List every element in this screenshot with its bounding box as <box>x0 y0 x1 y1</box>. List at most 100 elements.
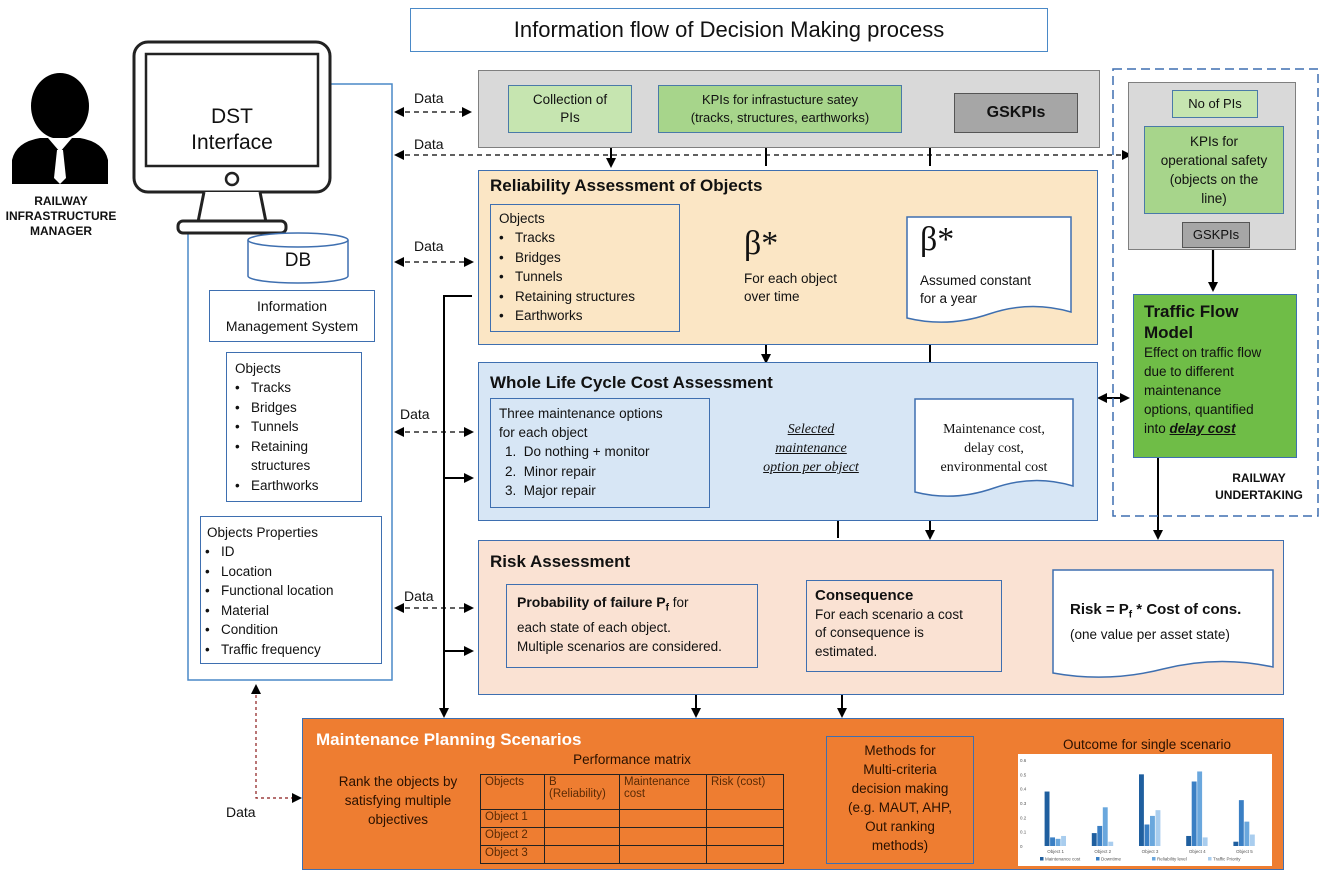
beta-constant-text: Assumed constant for a year <box>920 273 1032 306</box>
beta-symbol-over-time: β* <box>744 225 779 262</box>
maintenance-option: 2. Minor repair <box>505 463 596 479</box>
data-label: Data <box>400 406 430 422</box>
wlcc-heading: Whole Life Cycle Cost Assessment <box>490 373 773 392</box>
legend-label: Maintenance cost <box>1045 857 1081 862</box>
chart-bar <box>1102 807 1108 846</box>
matrix-header: Risk (cost) <box>706 774 784 810</box>
data-label: Data <box>414 136 444 152</box>
reliability-object-item: Earthworks <box>493 306 679 326</box>
selected-option-text: Selected maintenance option per object <box>763 422 859 475</box>
diagram-title-box <box>410 8 1048 52</box>
chart-bar <box>1108 841 1114 846</box>
object-properties-box: Objects Properties ID Location Functiona… <box>200 516 382 664</box>
diagram-title: Information flow of Decision Making proc… <box>513 17 945 42</box>
chart-bar <box>1061 835 1066 846</box>
traffic-flow-model-box: Traffic Flow Model Effect on traffic flo… <box>1133 294 1297 458</box>
y-tick-label: 0.3 <box>1020 801 1027 806</box>
matrix-cell <box>619 845 707 864</box>
monitor-label: DST Interface <box>191 105 273 154</box>
costs-text: Maintenance cost, delay cost, environmen… <box>940 422 1048 475</box>
y-tick-label: 0.1 <box>1020 830 1027 835</box>
database-icon <box>247 232 349 284</box>
outcome-title: Outcome for single scenario <box>1062 737 1232 752</box>
chart-bar <box>1139 774 1144 846</box>
db-object-item: Earthworks <box>229 476 361 496</box>
risk-document-shape <box>1052 569 1274 678</box>
x-tick-label: Object 5 <box>1236 849 1253 854</box>
beta-over-time-text: For each object over time <box>744 271 838 304</box>
chart-bar <box>1191 781 1197 846</box>
property-item: ID <box>199 542 381 562</box>
data-label: Data <box>404 588 434 604</box>
data-label: Data <box>414 90 444 106</box>
manager-label: RAILWAY INFRASTRUCTURE MANAGER <box>5 194 117 238</box>
chart-bar <box>1150 815 1155 846</box>
matrix-header: Objects <box>480 774 545 810</box>
chart-bar <box>1144 824 1150 846</box>
x-tick-label: Object 1 <box>1047 849 1064 854</box>
legend-label: Downtime <box>1101 857 1122 862</box>
chart-bar <box>1091 833 1097 846</box>
collection-of-pis-box: Collection of PIs <box>508 85 632 133</box>
x-tick-label: Object 2 <box>1094 849 1111 854</box>
db-object-item: Tracks <box>229 378 361 398</box>
matrix-header: Maintenance cost <box>619 774 707 810</box>
operational-gskpis-box: GSKPIs <box>1182 222 1250 248</box>
beta-symbol-constant: β* <box>920 221 955 258</box>
y-tick-label: 0.2 <box>1020 815 1027 820</box>
matrix-cell <box>706 827 784 846</box>
property-item: Location <box>199 562 381 582</box>
chart-bar <box>1044 791 1050 846</box>
railway-undertaking-label: RAILWAY UNDERTAKING <box>1215 471 1303 502</box>
y-tick-label: 0.4 <box>1020 787 1027 792</box>
chart-bar <box>1155 810 1161 846</box>
risk-heading: Risk Assessment <box>490 552 631 571</box>
matrix-cell <box>544 827 620 846</box>
matrix-cell <box>544 845 620 864</box>
mcdm-methods-box: Methods for Multi-criteria decision maki… <box>826 736 974 864</box>
reliability-objects-box: Objects Tracks Bridges Tunnels Retaining… <box>490 204 680 332</box>
data-label: Data <box>414 238 444 254</box>
reliability-object-item: Retaining structures <box>493 287 679 307</box>
no-of-pis-box: No of PIs <box>1172 90 1258 118</box>
property-item: Condition <box>199 620 381 640</box>
property-item: Traffic frequency <box>199 640 381 660</box>
planning-heading: Maintenance Planning Scenarios <box>316 730 582 749</box>
costs-document-shape <box>914 398 1074 497</box>
beta-document-shape <box>906 216 1072 323</box>
y-tick-label: 0.5 <box>1020 772 1027 777</box>
chart-bar <box>1238 800 1244 846</box>
db-objects-box: Objects Tracks Bridges Tunnels Retaining… <box>226 352 362 502</box>
property-item: Functional location <box>199 581 381 601</box>
chart-bar <box>1233 841 1239 846</box>
reliability-heading: Reliability Assessment of Objects <box>490 176 763 195</box>
rank-objects-text: Rank the objects by satisfying multiple … <box>338 774 458 827</box>
matrix-row-label: Object 3 <box>480 845 545 864</box>
performance-matrix-title: Performance matrix <box>573 752 691 767</box>
x-tick-label: Object 4 <box>1189 849 1206 854</box>
matrix-row-label: Object 1 <box>480 809 545 828</box>
ims-line-2: Management System <box>225 318 359 334</box>
probability-of-failure-box: Probability of failure Pf for each state… <box>506 584 758 668</box>
maintenance-option: 3. Major repair <box>505 483 596 498</box>
reliability-object-item: Tracks <box>493 228 679 248</box>
y-tick-label: 0.6 <box>1020 758 1027 763</box>
matrix-header: B (Reliability) <box>544 774 620 810</box>
reliability-objects-heading: Objects <box>499 211 545 226</box>
risk-formula: Risk = Pf * Cost of cons. (one value per… <box>1070 601 1242 642</box>
maintenance-option: 1. Do nothing + monitor <box>505 444 650 459</box>
monitor-icon <box>132 40 332 235</box>
person-icon <box>12 73 108 184</box>
chart-bar <box>1097 825 1103 846</box>
legend-label: Traffic Priority <box>1213 857 1241 862</box>
data-label: Data <box>226 804 256 820</box>
chart-bar <box>1186 835 1192 846</box>
chart-bar <box>1244 821 1250 846</box>
db-object-item: Retaining structures <box>229 437 347 476</box>
object-properties-heading: Objects Properties <box>207 525 319 540</box>
db-object-item: Tunnels <box>229 417 361 437</box>
db-object-item: Bridges <box>229 398 361 418</box>
reliability-object-item: Tunnels <box>493 267 679 287</box>
maintenance-options-box: Three maintenance options for each objec… <box>490 398 710 508</box>
